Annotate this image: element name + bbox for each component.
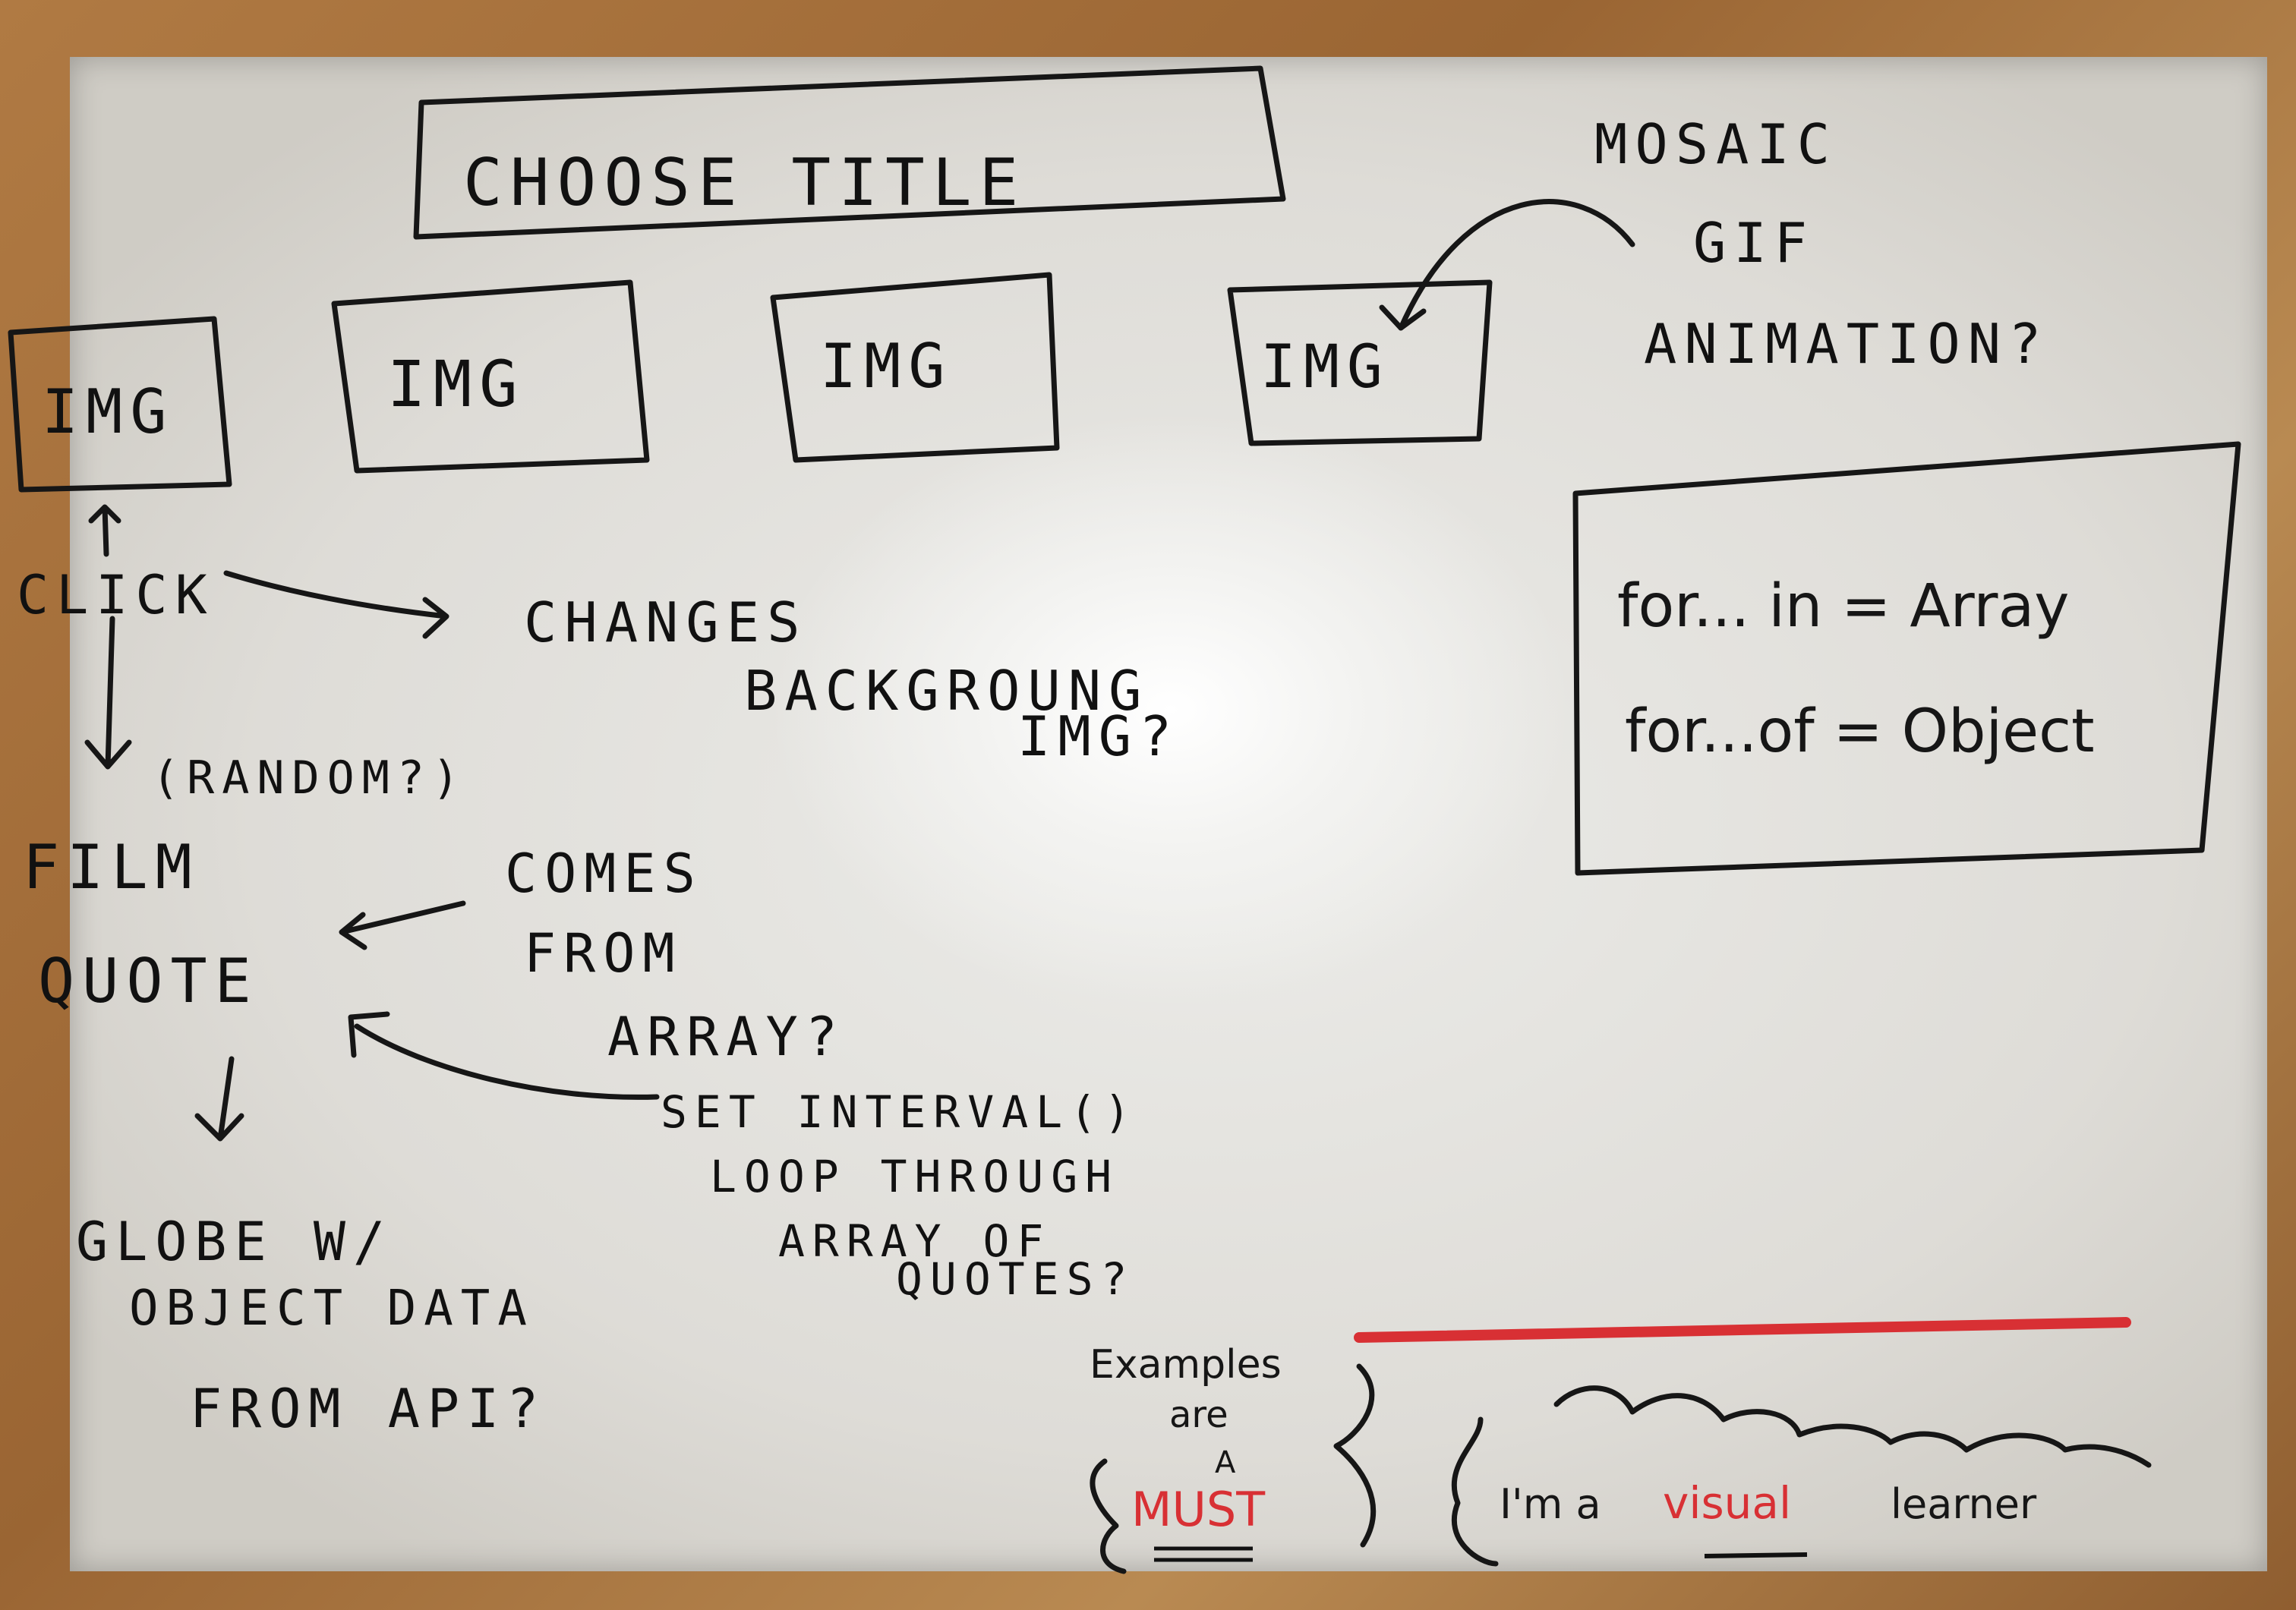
board-title: CHOOSE TITLE: [463, 145, 1026, 221]
thought-cloud: [1451, 1385, 2152, 1567]
examples-brace: [1333, 1363, 1376, 1548]
visual-highlight: visual: [1663, 1477, 1791, 1529]
comes-from-arrow: [339, 900, 466, 950]
random-note: (RANDOM?): [152, 751, 467, 805]
click-down-arrow: [84, 616, 132, 770]
examples-line-2: are: [1169, 1394, 1228, 1436]
interval-line-2: LOOP THROUGH: [710, 1151, 1119, 1202]
comes-line-2: FROM: [524, 922, 683, 985]
loop-box-line-2: for...of = Object: [1625, 698, 2095, 766]
film-quote-line-1: FILM: [23, 832, 200, 903]
examples-must: MUST: [1131, 1482, 1266, 1537]
visual-prefix: I'm a: [1500, 1480, 1601, 1528]
title-box: [413, 65, 1286, 240]
loop-box-line-1: for... in = Array: [1617, 572, 2069, 641]
image-box-4-label: IMG: [1260, 333, 1390, 402]
click-right-arrow: [223, 570, 449, 639]
globe-line-2: OBJECT DATA: [129, 1281, 535, 1337]
comes-line-3: ARRAY?: [607, 1006, 845, 1068]
interval-line-4: QUOTES?: [896, 1253, 1134, 1305]
click-label: CLICK: [17, 564, 215, 626]
visual-underline: [1704, 1552, 1808, 1558]
interval-arrow: [348, 1011, 660, 1100]
comes-line-1: COMES: [505, 843, 703, 905]
red-divider: [1354, 1317, 2131, 1343]
changes-line-1: CHANGES: [524, 591, 807, 654]
visual-suffix: learner: [1891, 1480, 2037, 1528]
examples-brace-left: [1090, 1458, 1127, 1574]
interval-line-1: SET INTERVAL(): [661, 1086, 1138, 1138]
must-underline: [1154, 1546, 1253, 1562]
interval-line-3: ARRAY OF: [778, 1215, 1051, 1267]
image-box-2-label: IMG: [387, 347, 525, 421]
image-box-3: [770, 272, 1060, 463]
image-box-3-label: IMG: [820, 331, 953, 402]
examples-line-3: A: [1215, 1445, 1236, 1480]
mosaic-line-2: GIF: [1693, 211, 1815, 275]
globe-line-1: GLOBE W/: [76, 1211, 393, 1273]
image-box-1-label: IMG: [42, 377, 175, 447]
whiteboard-surface: [70, 57, 2267, 1571]
loop-box: [1572, 441, 2241, 876]
film-quote-line-2: QUOTE: [38, 946, 259, 1016]
image-box-2: [331, 279, 650, 474]
examples-line-1: Examples: [1090, 1342, 1282, 1388]
image-box-1: [8, 316, 232, 493]
quote-down-arrow: [194, 1056, 244, 1142]
mosaic-arrow: [1398, 199, 1635, 331]
click-up-arrow: [88, 504, 121, 557]
image-box-4: [1227, 279, 1493, 446]
changes-line-3: IMG?: [1017, 704, 1179, 768]
mosaic-arrow-head: [1379, 304, 1427, 331]
globe-line-3: FROM API?: [190, 1378, 546, 1440]
mosaic-line-3: ANIMATION?: [1644, 312, 2048, 376]
mosaic-line-1: MOSAIC: [1594, 112, 1837, 176]
changes-line-2: BACKGROUNG: [744, 659, 1149, 723]
